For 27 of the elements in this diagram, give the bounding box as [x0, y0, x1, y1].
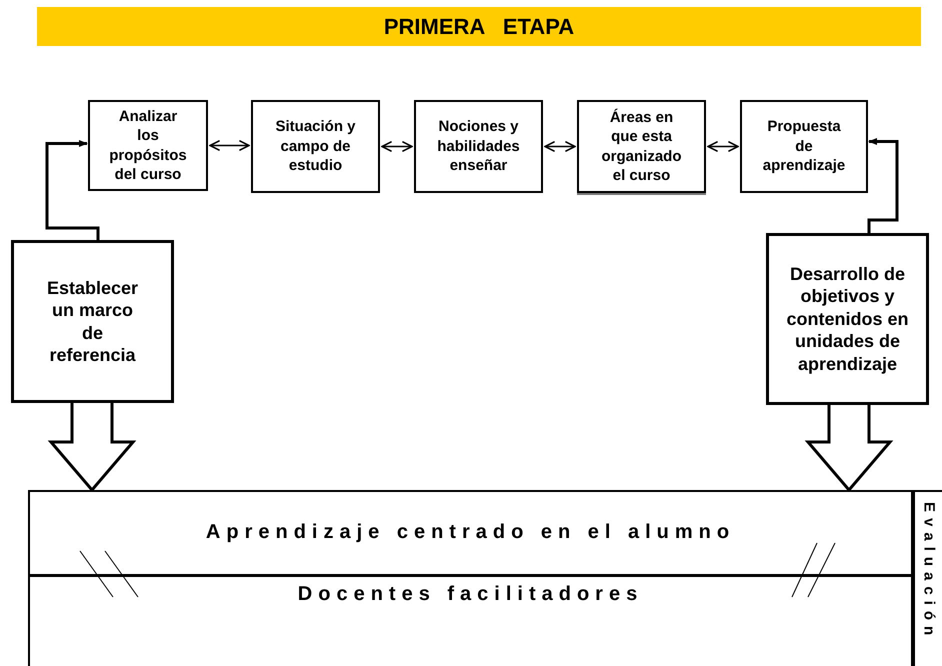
- process-box: [88, 100, 208, 191]
- process-box: [740, 100, 868, 193]
- box-label: Desarrollo de objetivos y contenidos en unidades de aprendizaje: [786, 262, 908, 376]
- band: [28, 490, 913, 576]
- connector-arrow: [46, 140, 100, 240]
- step-box: [766, 233, 929, 405]
- double-arrow: [209, 140, 250, 152]
- band-label: Docentes facilitadores: [298, 582, 644, 607]
- connector-arrow: [868, 138, 898, 233]
- title-banner: PRIMERA ETAPA: [37, 7, 921, 46]
- box-label: Áreas en que esta organizado el curso: [600, 108, 682, 186]
- process-box: [251, 100, 380, 193]
- box-label: Establecer un marco de referencia: [46, 276, 140, 366]
- process-box: [577, 100, 706, 193]
- double-arrow: [544, 140, 576, 152]
- process-box: [414, 100, 543, 193]
- double-arrow: [707, 140, 739, 152]
- side-column: [913, 490, 942, 666]
- box-label: Propuesta de aprendizaje: [762, 117, 846, 176]
- band: [28, 575, 913, 666]
- double-arrow: [381, 140, 413, 152]
- box-label: Nociones y habilidades enseñar: [436, 117, 521, 176]
- box-label: Analizar los propósitos del curso: [108, 106, 188, 184]
- band-label: Evaluación: [919, 502, 938, 642]
- box-label: Situación y campo de estudio: [274, 117, 357, 176]
- step-box: [11, 240, 174, 403]
- band-label: Aprendizaje centrado en el alumno: [206, 520, 736, 545]
